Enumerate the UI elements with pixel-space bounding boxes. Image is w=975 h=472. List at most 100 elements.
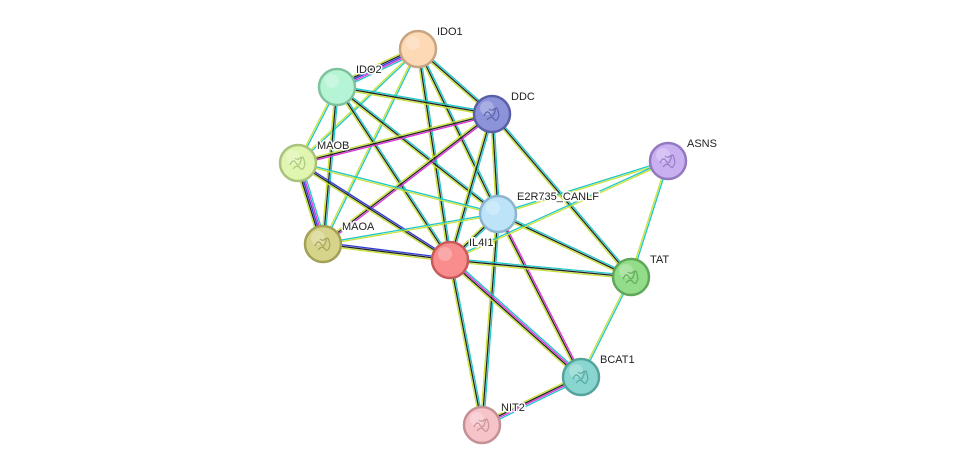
node-circle bbox=[430, 240, 470, 280]
node-maob[interactable]: MAOB bbox=[278, 139, 351, 183]
node-highlight bbox=[480, 101, 494, 115]
node-label: IDO2 bbox=[356, 64, 382, 76]
edge-strand bbox=[629, 160, 668, 277]
edge-strand bbox=[336, 87, 492, 117]
edge-strand bbox=[320, 86, 337, 244]
edge-ido2-maoa[interactable] bbox=[320, 86, 340, 245]
edge-strand bbox=[298, 161, 452, 260]
protein-structure-icon bbox=[622, 270, 639, 284]
protein-structure-icon bbox=[289, 156, 306, 170]
edge-strand bbox=[322, 243, 451, 261]
edge-strand bbox=[322, 244, 450, 263]
edge-il4i1-nit2[interactable] bbox=[447, 259, 485, 426]
edge-maoa-il4i1[interactable] bbox=[322, 241, 451, 263]
node-highlight bbox=[406, 36, 420, 50]
node-label: TAT bbox=[650, 254, 669, 266]
node-ddc[interactable]: DDC bbox=[472, 90, 536, 134]
edge-strand bbox=[335, 87, 498, 216]
edge-strand bbox=[418, 48, 501, 214]
edge-strand bbox=[415, 49, 498, 215]
node-circle bbox=[317, 67, 357, 107]
node-ido1[interactable]: IDO1 bbox=[398, 25, 464, 69]
edge-strand bbox=[323, 241, 451, 260]
edge-il4i1-bcat1[interactable] bbox=[447, 257, 584, 380]
node-highlight bbox=[311, 231, 325, 245]
node-asns[interactable]: ASNS bbox=[648, 137, 718, 181]
edge-ido2-e2r735[interactable] bbox=[335, 85, 500, 216]
node-highlight bbox=[286, 150, 300, 164]
edge-maoa-e2r735[interactable] bbox=[322, 212, 499, 246]
edge-ido1-il4i1[interactable] bbox=[415, 48, 453, 261]
edge-maob-e2r735[interactable] bbox=[297, 161, 499, 216]
edge-strand bbox=[449, 259, 632, 278]
edge-ido1-e2r735[interactable] bbox=[415, 48, 501, 215]
edge-e2r735-nit2[interactable] bbox=[479, 213, 501, 426]
edge-e2r735-bcat1[interactable] bbox=[495, 212, 584, 379]
node-ido2[interactable]: IDO2 bbox=[317, 63, 383, 107]
edge-ddc-maoa[interactable] bbox=[321, 112, 494, 246]
edge-strand bbox=[297, 113, 493, 164]
edge-strand bbox=[296, 163, 450, 262]
protein-structure-icon bbox=[473, 418, 490, 432]
node-label: DDC bbox=[511, 91, 535, 103]
edge-e2r735-tat[interactable] bbox=[497, 211, 632, 280]
protein-structure-icon bbox=[659, 154, 676, 168]
node-label: NIT2 bbox=[501, 402, 525, 414]
edge-strand bbox=[297, 111, 492, 163]
edge-strand bbox=[497, 214, 631, 280]
edge-ido2-il4i1[interactable] bbox=[335, 85, 452, 262]
edge-strand bbox=[482, 214, 501, 426]
edge-strand bbox=[298, 114, 493, 166]
edge-strand bbox=[323, 114, 494, 246]
node-label: E2R735_CANLF bbox=[517, 191, 599, 203]
edge-asns-tat[interactable] bbox=[629, 160, 670, 278]
edge-strand bbox=[451, 257, 584, 376]
node-e2r735[interactable]: E2R735_CANLF bbox=[478, 190, 601, 234]
node-circle bbox=[648, 141, 688, 181]
edge-strand bbox=[490, 114, 631, 279]
edge-il4i1-asns[interactable] bbox=[449, 159, 669, 262]
node-circle bbox=[561, 357, 601, 397]
edge-strand bbox=[449, 113, 493, 261]
node-nit2[interactable]: NIT2 bbox=[462, 401, 526, 445]
edge-strand bbox=[297, 163, 498, 216]
node-tat[interactable]: TAT bbox=[611, 253, 671, 297]
node-label: IDO1 bbox=[437, 26, 463, 38]
edge-ddc-maob[interactable] bbox=[297, 111, 493, 166]
protein-structure-icon bbox=[483, 107, 500, 121]
edge-strand bbox=[450, 257, 632, 277]
edge-strand bbox=[337, 85, 500, 214]
node-label: MAOA bbox=[342, 221, 375, 233]
edge-strand bbox=[450, 259, 485, 425]
edge-strand bbox=[417, 48, 451, 261]
edge-strand bbox=[447, 260, 482, 426]
edge-strand bbox=[415, 49, 450, 261]
edge-strand bbox=[336, 86, 493, 115]
node-label: MAOB bbox=[317, 140, 349, 152]
edge-strand bbox=[322, 113, 493, 245]
edge-ido2-ddc[interactable] bbox=[336, 84, 493, 117]
node-circle bbox=[478, 194, 518, 234]
edge-strand bbox=[498, 212, 584, 377]
node-bcat1[interactable]: BCAT1 bbox=[561, 353, 636, 397]
edge-strand bbox=[449, 259, 483, 426]
node-circle bbox=[278, 143, 318, 183]
edge-strand bbox=[498, 211, 632, 277]
edge-strand bbox=[447, 113, 492, 260]
edge-strand bbox=[497, 213, 582, 378]
edge-strand bbox=[497, 213, 632, 278]
node-il4i1[interactable]: IL4I1 bbox=[430, 236, 495, 280]
edge-strand bbox=[323, 87, 340, 245]
node-maoa[interactable]: MAOA bbox=[303, 220, 377, 264]
edge-e2r735-asns[interactable] bbox=[497, 159, 669, 216]
node-highlight bbox=[486, 201, 500, 215]
edge-strand bbox=[322, 86, 338, 245]
edge-strand bbox=[337, 84, 493, 114]
edge-maob-il4i1[interactable] bbox=[296, 161, 452, 262]
node-circle bbox=[472, 94, 512, 134]
edge-strand bbox=[495, 214, 581, 379]
node-highlight bbox=[656, 148, 670, 162]
edge-ddc-il4i1[interactable] bbox=[447, 113, 495, 261]
edge-il4i1-tat[interactable] bbox=[449, 257, 632, 280]
edge-strand bbox=[417, 48, 499, 215]
